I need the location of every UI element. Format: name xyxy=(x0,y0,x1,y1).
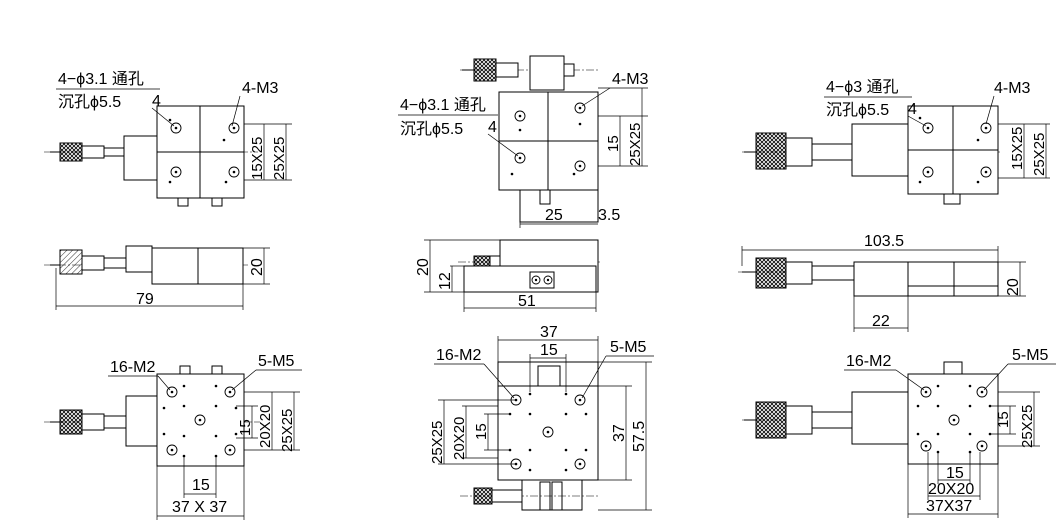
bottom-view-middle: 37 15 16-M2 5-M5 25X25 20X20 15 37 57.5 xyxy=(429,324,654,511)
dim-25x25: 25X25 xyxy=(1019,405,1036,448)
m5-label: 5-M5 xyxy=(258,353,295,370)
count-label: 4 xyxy=(908,101,917,118)
dim-15: 15 xyxy=(605,135,622,152)
side-view-left: 20 79 xyxy=(44,245,270,310)
dim-51: 51 xyxy=(518,293,536,310)
dim-15-bottom: 15 xyxy=(946,465,964,482)
dim-37-top: 37 xyxy=(540,324,558,341)
dim-3-5: 3.5 xyxy=(598,207,620,224)
m2-label: 16-M2 xyxy=(846,353,891,370)
m5-label: 5-M5 xyxy=(610,339,647,356)
holes-label: 4−ϕ3 通孔 xyxy=(826,78,899,96)
m2-label: 16-M2 xyxy=(110,359,155,376)
dim-25x25: 25X25 xyxy=(1031,133,1048,176)
dim-20: 20 xyxy=(249,258,266,276)
dim-103-5: 103.5 xyxy=(864,233,904,250)
side-view-right: 103.5 20 22 xyxy=(738,233,1026,332)
thread-label: 4-M3 xyxy=(242,80,279,97)
dim-25x25: 25X25 xyxy=(279,409,296,452)
dim-37-right: 37 xyxy=(611,424,628,442)
side-view-middle: 20 12 51 xyxy=(415,239,600,312)
top-view-right: 4−ϕ3 通孔 沉孔ϕ5.5 4 4-M3 15X25 25X25 xyxy=(742,78,1050,205)
dim-37x37: 37 X 37 xyxy=(172,499,227,516)
dim-15: 15 xyxy=(237,419,254,436)
cbore-label: 沉孔ϕ5.5 xyxy=(400,120,463,138)
dim-25x25: 25X25 xyxy=(271,137,288,180)
holes-group xyxy=(168,118,240,184)
dim-25x25: 25X25 xyxy=(429,421,446,464)
top-view-left: 4−ϕ3.1 通孔 沉孔ϕ5.5 4 4-M3 15X25 25X25 xyxy=(44,70,292,207)
holes-group xyxy=(918,116,992,184)
dim-20: 20 xyxy=(415,258,432,276)
dim-15-right: 15 xyxy=(995,411,1012,428)
dim-15x25: 15X25 xyxy=(249,137,266,180)
m2-label: 16-M2 xyxy=(436,347,481,364)
dim-20x20: 20X20 xyxy=(257,405,274,448)
dim-20x20: 20X20 xyxy=(928,481,974,498)
top-view-middle: 4−ϕ3.1 通孔 沉孔ϕ5.5 4 4-M3 15 25X25 25 3.5 xyxy=(398,55,649,228)
dim-20x20: 20X20 xyxy=(451,417,468,460)
holes-label: 4−ϕ3.1 通孔 xyxy=(400,96,486,114)
dim-12: 12 xyxy=(437,272,454,290)
dim-57-5: 57.5 xyxy=(631,421,648,452)
dim-37x37: 37X37 xyxy=(926,498,972,515)
count-label: 4 xyxy=(152,93,161,110)
dim-15x25: 15X25 xyxy=(1009,127,1026,170)
bottom-view-left: 16-M2 5-M5 15 20X20 25X25 15 37 X 37 xyxy=(44,353,302,520)
thread-label: 4-M3 xyxy=(994,80,1031,97)
dim-20: 20 xyxy=(1005,278,1022,296)
dim-79: 79 xyxy=(136,291,154,308)
holes-group xyxy=(162,384,238,458)
thread-label: 4-M3 xyxy=(612,71,649,88)
count-label: 4 xyxy=(488,119,497,136)
dim-25: 25 xyxy=(545,207,563,224)
bottom-view-right: 16-M2 5-M5 15 25X25 15 20X20 37X37 xyxy=(742,347,1056,518)
cbore-label: 沉孔ϕ5.5 xyxy=(826,101,889,119)
dim-25x25: 25X25 xyxy=(627,123,644,166)
cbore-label: 沉孔ϕ5.5 xyxy=(58,93,121,111)
dim-22: 22 xyxy=(872,313,890,330)
dim-15-bottom: 15 xyxy=(192,477,210,494)
dim-15-left: 15 xyxy=(473,423,490,440)
dim-15-top: 15 xyxy=(540,342,558,359)
holes-label: 4−ϕ3.1 通孔 xyxy=(58,70,144,88)
m5-label: 5-M5 xyxy=(1012,347,1049,364)
